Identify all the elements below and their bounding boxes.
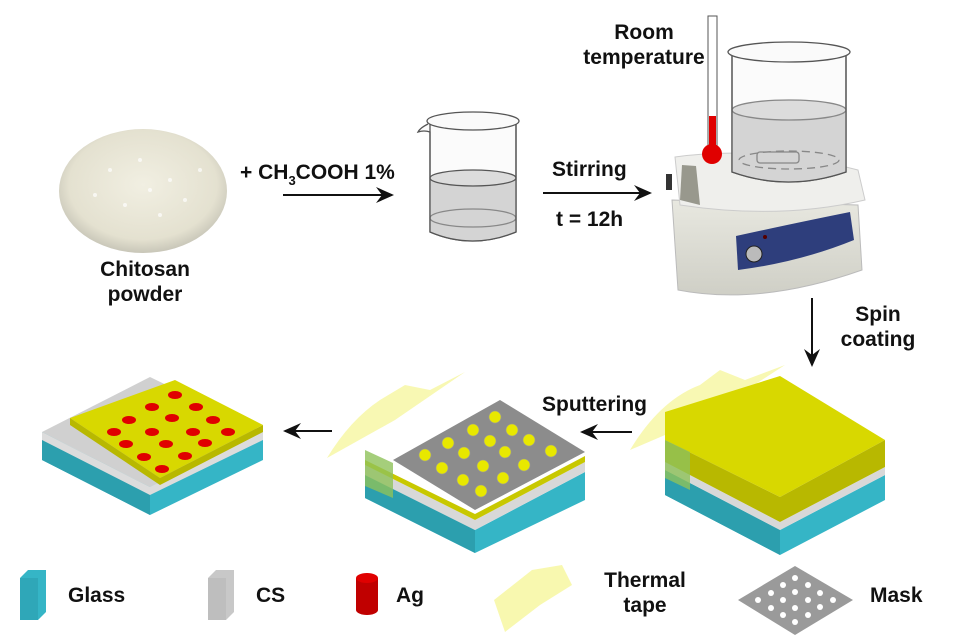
acid-prefix: + CH [240,161,289,184]
tape-line2: tape [623,594,667,617]
spin-coating-label: Spin coating [828,302,928,352]
ag-electrodes [107,391,235,473]
chitosan-powder-label: Chitosan powder [88,257,202,307]
mask-holes [418,410,558,498]
legend-ag-label: Ag [396,584,424,607]
legend-cs-icon [208,570,234,620]
room-temperature-label: Room temperature [577,20,711,70]
thermometer-icon [702,15,722,164]
hotplate-stirrer-icon [666,152,866,296]
powder-line1: Chitosan [100,258,190,281]
legend-glass-label: Glass [68,584,126,607]
room-temp-line1: Room [614,21,674,44]
legend-thermal-tape-label: Thermal tape [590,568,700,618]
beaker-icon [416,111,520,242]
beaker-on-hotplate-icon [727,41,851,183]
legend-mask-label: Mask [870,584,923,607]
powder-line2: powder [107,283,183,306]
acid-subscript: 3 [288,173,296,188]
spin-line1: Spin [855,303,901,326]
masked-substrate [327,372,585,553]
acid-suffix: COOH 1% [295,161,395,184]
final-device [42,377,263,515]
spin-coated-substrate [630,365,885,555]
room-temp-line2: temperature [583,46,705,69]
legend-glass-icon [20,570,46,620]
sputtering-label: Sputtering [542,393,647,416]
legend-mask-icon [738,566,853,635]
tape-line1: Thermal [604,569,686,592]
stirring-label: Stirring [552,158,627,181]
chitosan-powder-image [59,129,227,253]
stirring-time-label: t = 12h [556,208,624,231]
legend-ag-icon [356,573,378,615]
acid-label: + CH3COOH 1% [240,160,395,193]
legend-cs-label: CS [256,584,286,607]
spin-line2: coating [840,328,916,351]
legend-thermal-tape-icon [494,565,572,632]
